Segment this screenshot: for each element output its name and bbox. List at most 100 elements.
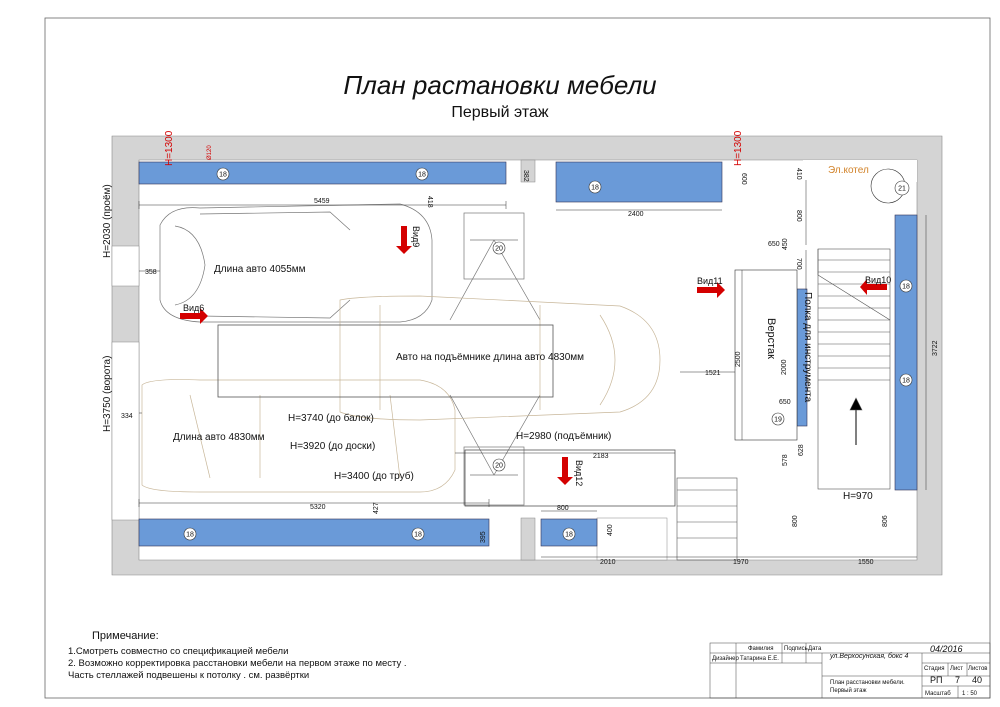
height-970: Н=970 [843,491,873,502]
dim: 450 [782,238,789,250]
dim: 700 [795,258,802,270]
lift-car-frame [217,324,554,398]
left-top-shelf [138,161,507,185]
marker-label: 20 [495,463,503,470]
stamp-col: Дата [808,646,822,652]
dim: 2010 [600,559,616,566]
dim: 3722 [932,340,939,356]
dim: 382 [522,170,529,182]
view11-arrow [697,282,725,298]
dim: 1521 [705,370,721,377]
dim: 334 [121,413,133,420]
stamp-role: Дизайнер [712,655,740,662]
gate-opening [111,341,140,521]
view9-label: Вид9 [411,226,421,247]
dim: 628 [798,444,805,456]
stamp-sheet: 7 [955,675,960,685]
view10-arrow [860,279,887,295]
marker-label: 19 [774,417,782,424]
dim: 2183 [593,453,609,460]
car2-label: Авто на подъёмнике длина авто 4830мм [396,352,584,363]
view6-arrow [180,308,208,324]
dim: 600 [740,173,747,185]
view12-arrow [557,457,573,485]
height-pipes: Н=3400 (до труб) [334,470,414,482]
marker-label: 20 [495,246,503,253]
marker-label: 18 [219,172,227,179]
dim: 2000 [781,359,788,375]
marker-label: 18 [565,532,573,539]
item-markers [183,167,913,541]
height-1300-right: Н=1300 [733,130,744,166]
view12-label: Вид12 [574,460,584,486]
dim: 2400 [628,211,644,218]
dim: 400 [607,524,614,536]
workbench-label: Верстак [765,318,777,359]
car-lift [449,212,541,506]
view9-arrow [396,226,412,254]
dim: 358 [145,269,157,276]
workbench [734,269,798,441]
marker-label: 18 [186,532,194,539]
stamp-doc2: Первый этаж [830,687,866,694]
dim: 800 [557,505,569,512]
view10-label: Вид10 [865,275,891,285]
marker-label: 21 [898,186,906,193]
stamp-col: Лист [950,666,963,672]
dim: 418 [426,196,433,208]
diameter-120: Ø120 [207,145,213,160]
lift-platform [464,449,676,507]
stamp-date: 04/2016 [930,644,963,654]
view6-label: Вид6 [183,303,204,313]
height-beams: Н=3740 (до балок) [288,412,374,424]
notes-heading: Примечание: [92,630,159,642]
drawing-title: План растановки мебели [343,70,657,100]
mid-top-shelf [555,161,723,203]
dim: 578 [782,454,789,466]
view11-label: Вид11 [697,276,723,286]
dim: 800 [795,210,802,222]
tool-shelf-label: Полка для инструмента [802,292,813,403]
dim: 2500 [735,351,742,367]
opening-height: Н=2030 (проём) [102,184,113,258]
car-lift-outline [339,295,661,421]
small-steps [676,477,738,561]
dim: 1550 [858,559,874,566]
bottom-left-shelf [138,518,490,547]
dim: 427 [373,502,380,514]
boiler-label: Эл.котел [828,165,869,176]
stamp-col: Подпись [784,646,808,652]
stamp-name: Татарина Е.Е. [740,656,779,662]
wall-segment [520,159,536,183]
note-3: Часть стеллажей подвешены к потолку . см… [68,670,310,681]
height-board: Н=3920 (до доски) [290,441,375,452]
stamp-sheets: 40 [972,675,982,685]
car-bottom [141,379,456,493]
stamp-scale: 1 : 50 [962,691,978,697]
dim: 410 [795,168,802,180]
marker-label: 18 [902,284,910,291]
dim: 650 [768,241,780,248]
dim: 395 [480,531,487,543]
marker-label: 18 [902,378,910,385]
dim: 1970 [733,559,749,566]
dim: 650 [779,399,791,406]
dim: 5320 [310,504,326,511]
wall-segment [520,517,536,561]
car1-label: Длина авто 4055мм [214,264,306,275]
marker-label: 18 [591,185,599,192]
dimension-lines [138,180,927,558]
drawing-subtitle: Первый этаж [451,104,549,121]
dim: 800 [792,515,799,527]
dim: 5459 [314,198,330,205]
gate-height: Н=3750 (ворота) [102,356,113,432]
stamp-col: Стадия [924,666,944,672]
stamp-address: ул.Верхосунская, бокс 4 [829,652,908,660]
right-shelf [894,214,918,491]
title-block [709,642,991,699]
stamp-col: Листов [968,666,988,672]
sheet-frame [44,17,991,699]
wall-segment [596,517,668,561]
height-1300-left: Н=1300 [164,130,175,166]
